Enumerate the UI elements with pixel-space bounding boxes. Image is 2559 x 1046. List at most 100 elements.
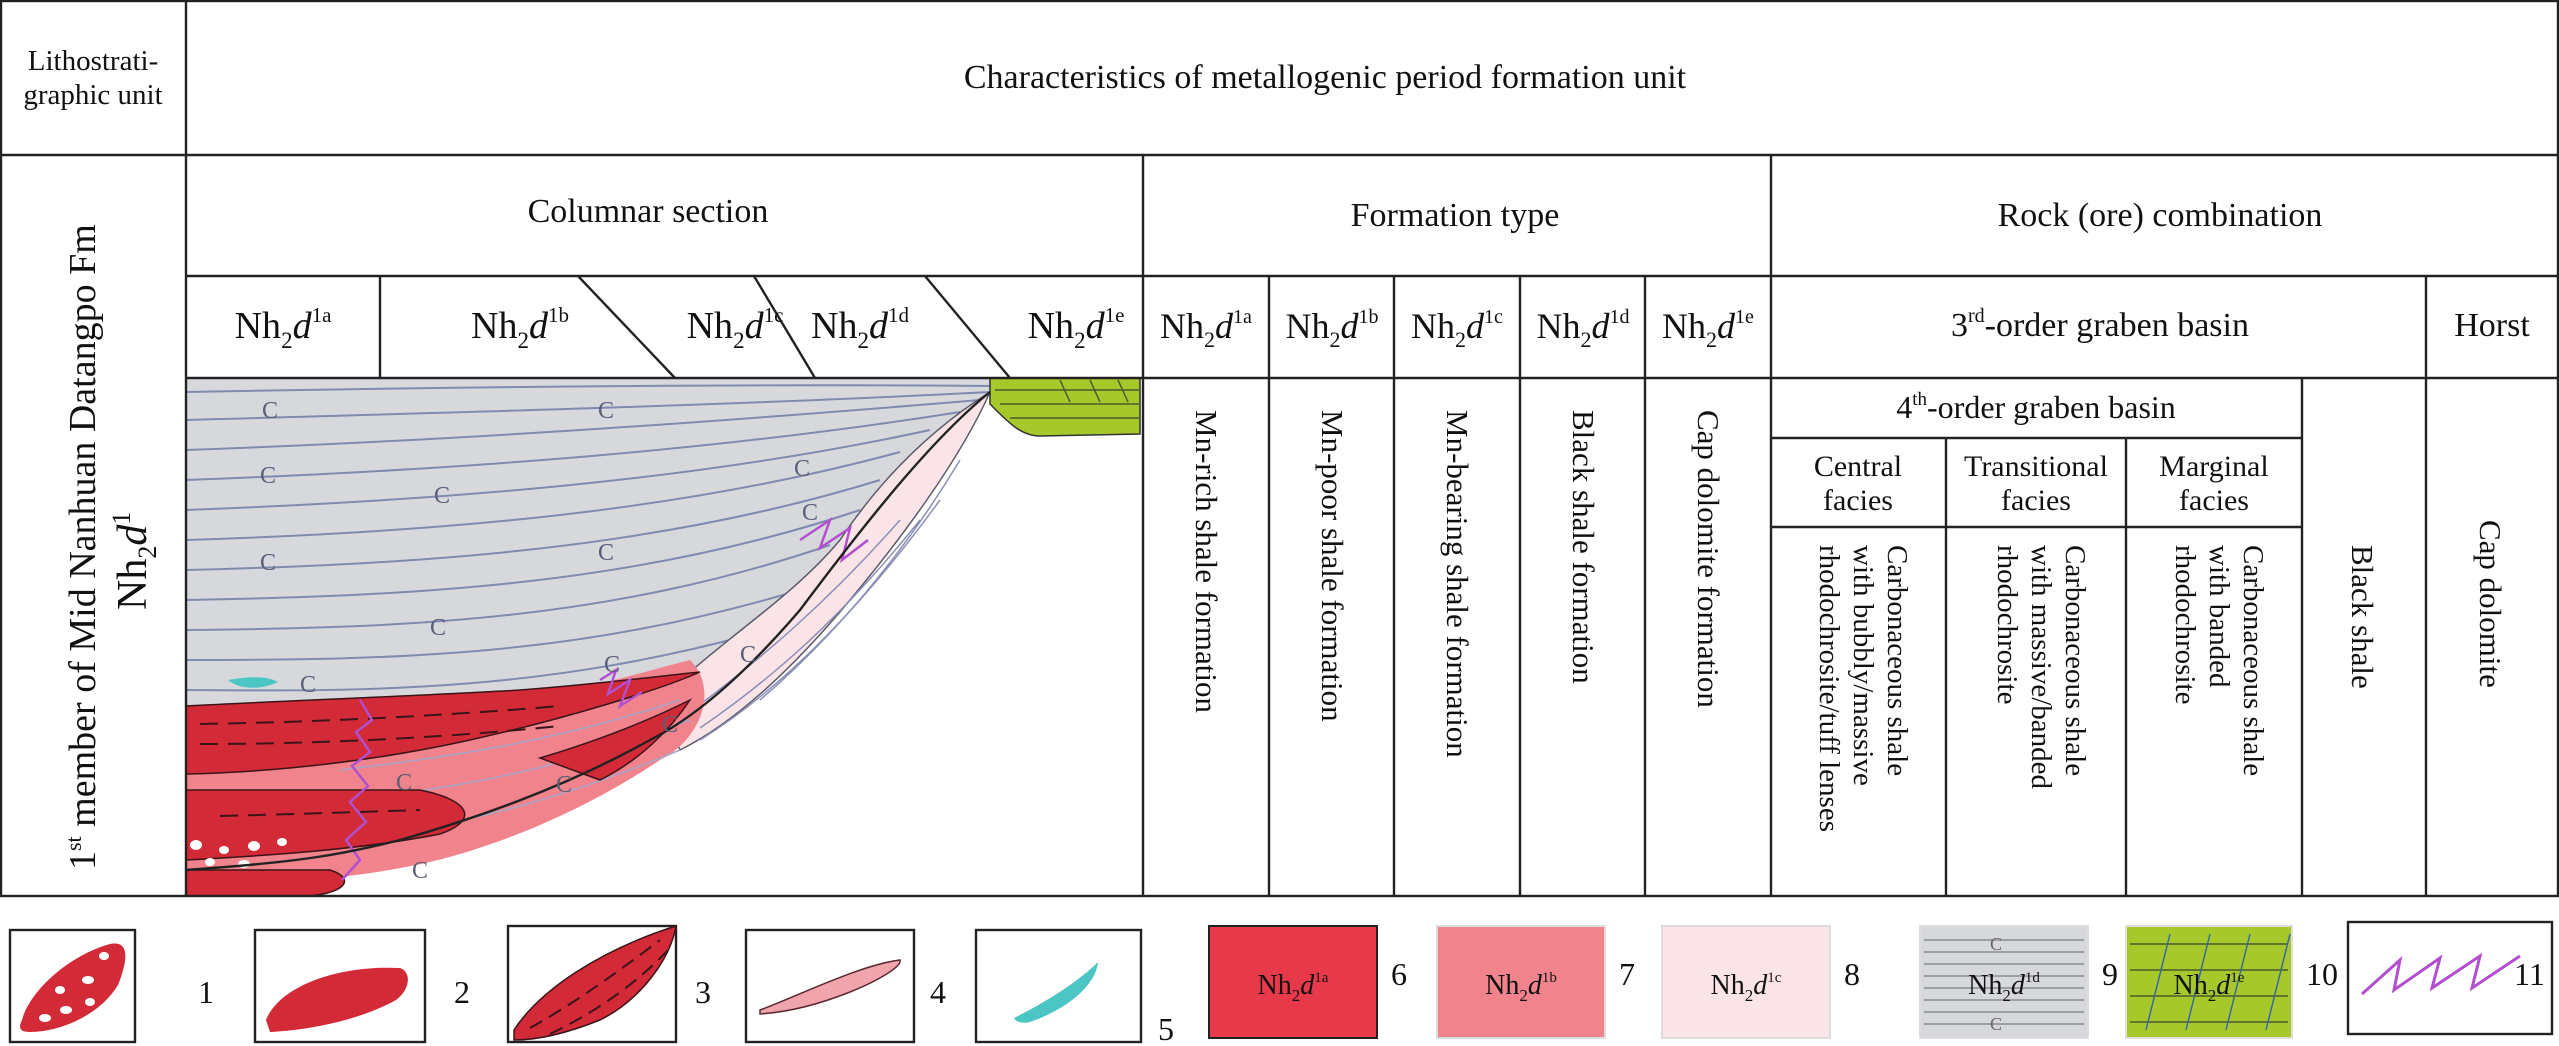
legend-swatch-1c: Nh2d1c 8 <box>1661 925 1860 1039</box>
svg-text:Mn-rich shale formation: Mn-rich shale formation <box>1189 410 1224 714</box>
svg-text:C: C <box>556 772 572 798</box>
svg-text:Mn-bearing shale formation: Mn-bearing shale formation <box>1440 410 1475 758</box>
transitional-facies-l2: facies <box>2001 484 2071 517</box>
facies-boundary-icon <box>2360 952 2521 996</box>
rhodochrosite-banded-icon <box>513 924 677 1041</box>
svg-text:10: 10 <box>2306 956 2338 992</box>
svg-text:C: C <box>1990 934 2002 954</box>
carbonaceous-symbols: C C C C C C C C C C C C C C C C <box>260 398 818 884</box>
columnar-submember-1c: Nh2d1c <box>687 303 784 353</box>
svg-text:C: C <box>396 770 412 796</box>
marginal-facies-l1: Marginal <box>2159 450 2268 483</box>
marginal-facies-description: Carbonaceous shale with banded rhodochro… <box>2169 545 2269 776</box>
legend-label-1c: Nh2d1c <box>1711 970 1782 1005</box>
formation-type-1: Mn-rich shale formation <box>1189 410 1224 714</box>
svg-text:C: C <box>430 615 446 641</box>
central-facies-l1: Central <box>1814 450 1902 483</box>
tuff-lens-icon <box>1014 962 1098 1023</box>
lithostratigraphic-header-line2: graphic unit <box>23 79 162 111</box>
rhodochrosite-lens-icon <box>759 959 901 1015</box>
svg-text:C: C <box>260 463 276 489</box>
central-facies-description: Carbonaceous shale with bubbly/massive r… <box>1813 545 1913 832</box>
svg-text:1: 1 <box>198 974 214 1010</box>
svg-text:C: C <box>794 456 810 482</box>
rhodochrosite-bubbly-icon <box>20 943 126 1032</box>
svg-text:Cap dolomite: Cap dolomite <box>2473 520 2508 688</box>
transitional-facies-l1: Transitional <box>1964 450 2108 483</box>
svg-text:with bubbly/massive: with bubbly/massive <box>1847 545 1879 786</box>
svg-text:Carbonaceous shale: Carbonaceous shale <box>2237 545 2269 776</box>
svg-text:with massive/banded: with massive/banded <box>2025 545 2057 790</box>
legend-swatch-1e: Nh2d1e 10 <box>2125 925 2338 1039</box>
characteristics-title: Characteristics of metallogenic period f… <box>964 59 1687 96</box>
table-grid <box>0 0 2559 898</box>
cap-dolomite-zone <box>989 377 1141 437</box>
svg-text:Nh2d1: Nh2d1 <box>107 512 162 610</box>
cap-dolomite-description: Cap dolomite <box>2473 520 2508 688</box>
svg-text:C: C <box>1990 1014 2002 1034</box>
svg-text:6: 6 <box>1391 956 1407 992</box>
formation-submember-1e: Nh2d1e <box>1662 306 1754 352</box>
svg-text:Black shale formation: Black shale formation <box>1566 410 1601 684</box>
rhodochrosite-massive-icon <box>266 967 408 1032</box>
central-facies-l2: facies <box>1823 484 1893 517</box>
black-shale-description: Black shale <box>2345 545 2380 689</box>
formation-type-header: Formation type <box>1351 197 1560 234</box>
formation-submember-1a: Nh2d1a <box>1160 306 1252 352</box>
svg-text:C: C <box>604 652 620 678</box>
columnar-section-header: Columnar section <box>528 193 769 230</box>
formation-type-4: Black shale formation <box>1566 410 1601 684</box>
horst-label: Horst <box>2454 307 2530 344</box>
svg-text:C: C <box>412 858 428 884</box>
svg-text:rhodochrosite: rhodochrosite <box>1991 545 2023 704</box>
svg-text:C: C <box>260 550 276 576</box>
formation-submember-1b: Nh2d1b <box>1286 306 1379 352</box>
marginal-facies-l2: facies <box>2179 484 2249 517</box>
svg-text:8: 8 <box>1844 956 1860 992</box>
legend-label-1b: Nh2d1b <box>1485 970 1557 1005</box>
svg-text:C: C <box>598 540 614 566</box>
formation-type-3: Mn-bearing shale formation <box>1440 410 1475 758</box>
legend-label-1a: Nh2d1a <box>1258 970 1329 1005</box>
transitional-facies-description: Carbonaceous shale with massive/banded r… <box>1991 545 2091 790</box>
unit-symbol: Nh2d1 <box>107 512 162 610</box>
formation-type-texts: Mn-rich shale formation Mn-poor shale for… <box>1189 410 1726 758</box>
svg-text:7: 7 <box>1619 956 1635 992</box>
svg-text:4: 4 <box>930 974 946 1010</box>
columnar-submember-1b: Nh2d1b <box>471 303 569 353</box>
member-label: 1st member of Mid Nanhuan Datangpo Fm <box>61 224 104 870</box>
columnar-section-drawing: C C C C C C C C C C C C C C C C <box>185 377 1141 897</box>
svg-text:C: C <box>662 712 678 738</box>
svg-text:Black shale: Black shale <box>2345 545 2380 689</box>
svg-text:C: C <box>300 672 316 698</box>
svg-text:C: C <box>802 500 818 526</box>
svg-text:Cap dolomite formation: Cap dolomite formation <box>1691 410 1726 708</box>
svg-text:Mn-poor shale formation: Mn-poor shale formation <box>1315 410 1350 722</box>
svg-text:Carbonaceous shale: Carbonaceous shale <box>2059 545 2091 776</box>
svg-text:C: C <box>598 398 614 424</box>
svg-text:C: C <box>434 483 450 509</box>
legend-label-1e: Nh2d1e <box>2174 970 2245 1005</box>
svg-text:rhodochrosite: rhodochrosite <box>2169 545 2201 704</box>
svg-text:Carbonaceous shale: Carbonaceous shale <box>1881 545 1913 776</box>
graben-4th-order-label: 4th-order graben basin <box>1896 389 2176 425</box>
lithostratigraphic-header-line1: Lithostrati- <box>28 45 158 77</box>
graben-3rd-order-label: 3rd-order graben basin <box>1951 305 2249 344</box>
rock-combination-header: Rock (ore) combination <box>1998 197 2323 234</box>
svg-text:with banded: with banded <box>2203 545 2235 688</box>
formation-type-5: Cap dolomite formation <box>1691 410 1726 708</box>
formation-submember-1c: Nh2d1c <box>1411 306 1503 352</box>
legend-swatch-1b: Nh2d1b 7 <box>1436 925 1635 1039</box>
svg-text:2: 2 <box>454 974 470 1010</box>
legend-swatch-1a: Nh2d1a 6 <box>1208 925 1407 1039</box>
tuff-lens <box>228 677 278 688</box>
columnar-submember-1e: Nh2d1e <box>1028 303 1125 353</box>
legend-label-1d: Nh2d1d <box>1968 970 2040 1005</box>
columnar-submember-1a: Nh2d1a <box>235 303 332 353</box>
